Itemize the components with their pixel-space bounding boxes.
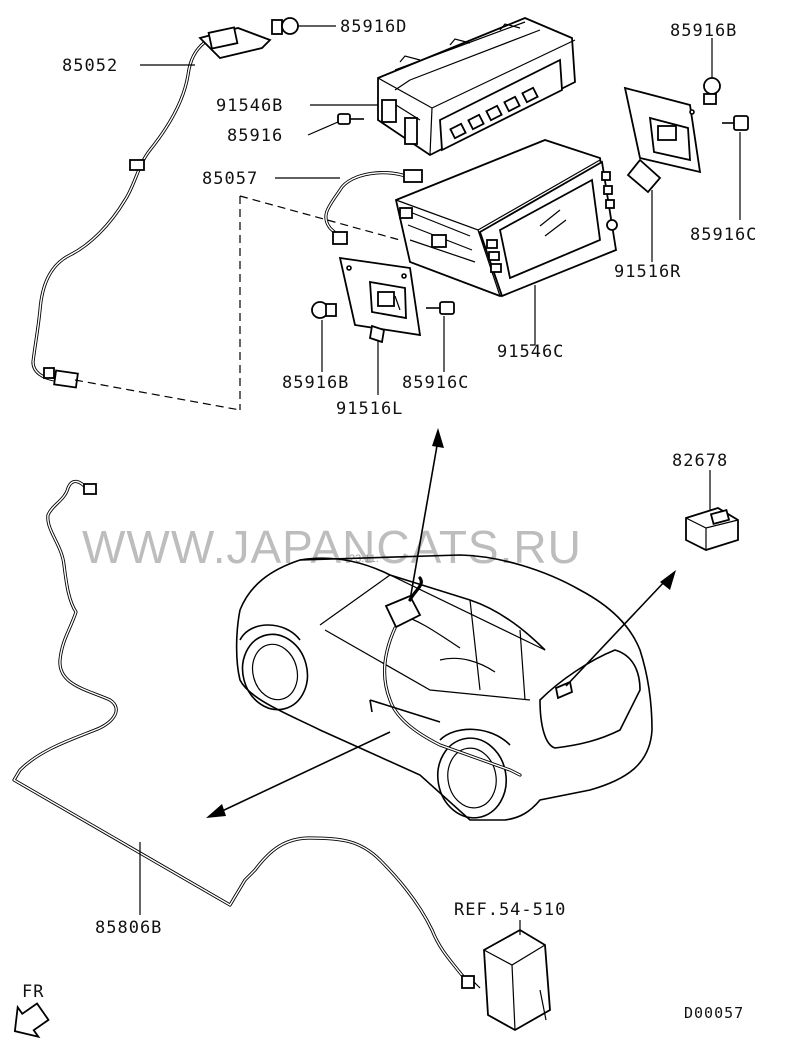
switch-82678 [685, 507, 739, 551]
leader-91546C [530, 285, 536, 346]
label-85052: 85052 [62, 56, 118, 76]
label-85916D: 85916D [340, 17, 407, 37]
label-91546C: 91546C [497, 342, 564, 362]
screw-85916D [271, 17, 299, 35]
label-82678: 82678 [672, 451, 728, 471]
label-85806B: 85806B [95, 918, 162, 938]
screw-85916 [337, 113, 364, 125]
dash-connector-upper [239, 195, 401, 241]
label-85916: 85916 [227, 126, 283, 146]
arrow-to-82678 [565, 570, 676, 687]
bracket-91516R [623, 86, 702, 194]
leader-85916 [307, 121, 339, 136]
label-85916C-right: 85916C [690, 225, 757, 245]
harness-85057 [324, 169, 423, 245]
label-85916B-low: 85916B [282, 373, 349, 393]
dash-connector-lower [74, 379, 241, 411]
label-91516L: 91516L [336, 399, 403, 419]
front-arrow-icon [13, 1002, 50, 1039]
label-85916B-top: 85916B [670, 21, 737, 41]
label-fr: FR [22, 982, 44, 1002]
arrow-to-85806B [206, 731, 391, 818]
label-85057: 85057 [202, 169, 258, 189]
label-91516R: 91516R [614, 262, 681, 282]
vehicle-outline [235, 554, 653, 821]
antenna-cable-85052 [31, 26, 272, 389]
arrow-to-head-unit [409, 428, 444, 601]
label-91546B: 91546B [216, 96, 283, 116]
display-unit-91546B [377, 17, 576, 157]
module-ref-54-510 [483, 928, 551, 1032]
bracket-91516L [338, 256, 422, 344]
screw-85916C-low [426, 301, 455, 315]
feeder-cable-85806B [12, 479, 481, 989]
label-85916C-low: 85916C [402, 373, 469, 393]
head-unit-91546C [394, 139, 618, 298]
diagram-code: D00057 [684, 1004, 744, 1022]
screw-85916B-top [703, 77, 721, 105]
screw-85916C-right [722, 115, 749, 131]
label-ref-54-510: REF.54-510 [454, 900, 566, 920]
watermark: WWW.JAPANCATS.RU [82, 521, 582, 573]
screw-85916B-low [311, 301, 337, 319]
